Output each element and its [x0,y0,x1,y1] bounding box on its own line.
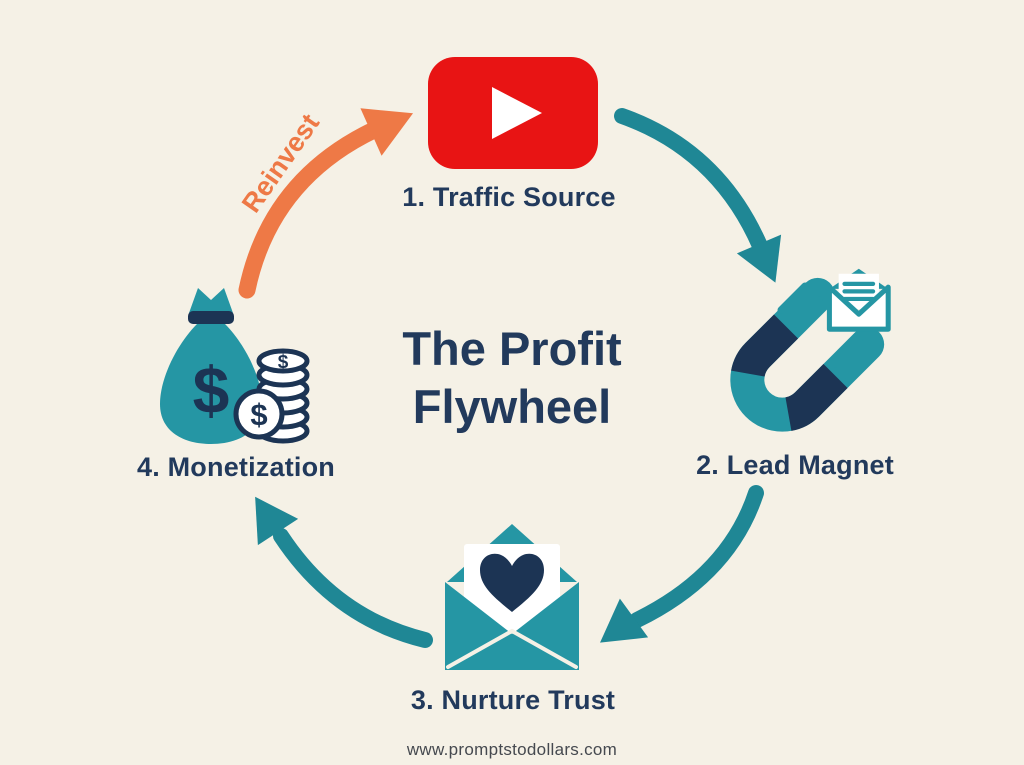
arrow-leadmagnet-to-nurture-icon [600,485,764,643]
heart-icon [480,553,544,612]
dollar-sign-icon: $ [278,352,289,373]
attraction-lines-icon [777,282,877,382]
stage-label-monetization: 4. Monetization [137,452,335,482]
website-watermark: www.promptstodollars.com [406,740,618,759]
title-line-1: The Profit [402,322,622,375]
dollar-sign-icon: $ [250,397,267,432]
money-bag-coins-icon: $ $ $ [160,288,310,444]
title-line-2: Flywheel [412,380,612,433]
stage-label-traffic-source: 1. Traffic Source [402,182,616,212]
attracted-email-icon [826,268,891,332]
youtube-play-icon [428,57,598,169]
magnet-icon [730,277,885,432]
stage-label-nurture-trust: 3. Nurture Trust [410,685,616,715]
arrow-nurture-to-monetization-icon [255,496,433,648]
coin-icon: $ [233,388,285,440]
envelope-heart-icon [445,524,579,670]
dollar-sign-icon: $ [193,353,230,427]
reinvest-label: Reinvest [236,108,326,218]
magnet-envelope-icon [730,268,891,432]
page-title: The Profit Flywheel [312,320,712,436]
stage-label-lead-magnet: 2. Lead Magnet [696,450,894,480]
